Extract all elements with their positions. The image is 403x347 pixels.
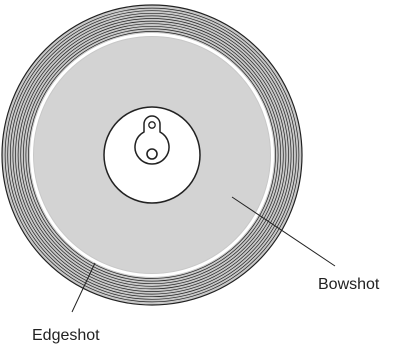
center-hole [146, 148, 158, 160]
bowshot-leader-line [231, 196, 336, 267]
edge-groove [25, 28, 279, 282]
edge-groove [7, 10, 297, 300]
edge-groove [15, 18, 289, 292]
edge-groove [9, 12, 295, 298]
edge-groove [20, 23, 284, 287]
keyhole-icon [134, 115, 170, 165]
edgeshot-leader-line [71, 262, 96, 313]
edge-grooves [4, 7, 300, 303]
edge-groove [28, 31, 276, 279]
edge-groove [4, 7, 300, 303]
edge-groove [17, 20, 287, 290]
separator-ring [30, 33, 274, 277]
bowshot-label: Bowshot [318, 276, 380, 293]
edge-groove [12, 15, 292, 295]
edge-groove [22, 25, 282, 285]
edgeshot-label: Edgeshot [32, 327, 100, 344]
upper-hole [148, 121, 156, 129]
